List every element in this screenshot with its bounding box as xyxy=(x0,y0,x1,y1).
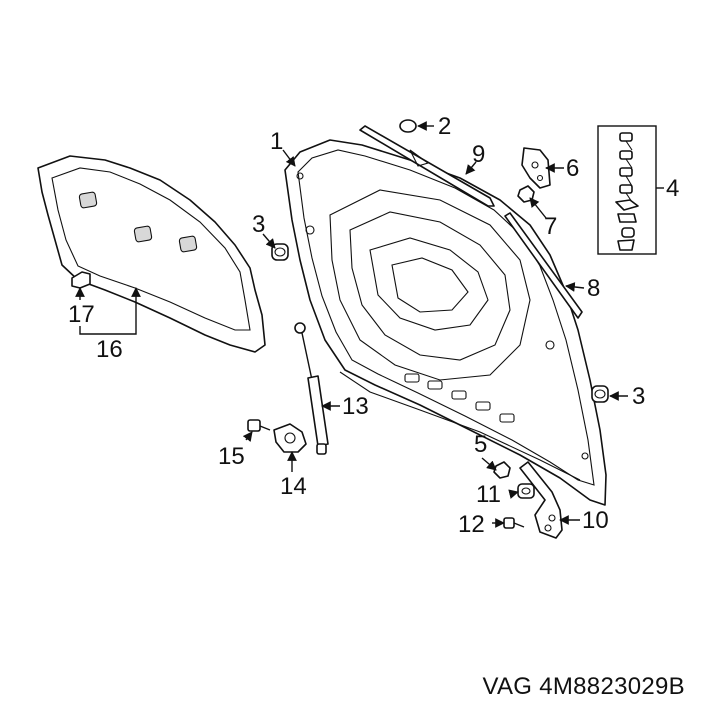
callout-2: 2 xyxy=(438,113,451,140)
bolt-11 xyxy=(517,483,535,499)
hinge-bracket-6 xyxy=(521,147,551,189)
seal-strip-9 xyxy=(359,125,495,207)
callout-4: 4 xyxy=(666,175,679,202)
callout-11: 11 xyxy=(476,481,501,508)
callout-17: 17 xyxy=(68,301,95,328)
callout-labels: 1 2 3 3 4 5 6 7 8 9 10 11 12 13 14 15 16… xyxy=(68,113,679,538)
callout-7: 7 xyxy=(544,213,557,240)
callout-6: 6 xyxy=(566,155,579,182)
seal-strip-8 xyxy=(504,212,583,319)
fastener-clip xyxy=(615,199,639,211)
fastener-screw xyxy=(619,167,633,187)
leader-lines xyxy=(75,121,664,528)
callout-1: 1 xyxy=(270,128,283,155)
fastener-clip xyxy=(617,239,635,251)
insulation-clip xyxy=(71,271,91,289)
callout-14: 14 xyxy=(280,473,307,500)
fastener-clip xyxy=(621,227,635,238)
gas-strut xyxy=(294,322,329,455)
callout-8: 8 xyxy=(587,275,600,302)
bolt-15 xyxy=(247,419,271,432)
callout-13: 13 xyxy=(342,393,369,420)
fastener-screw xyxy=(619,184,633,203)
nut-5 xyxy=(493,461,511,479)
hood-hinge xyxy=(519,461,563,539)
strut-bracket xyxy=(273,423,307,453)
rubber-buffer-left xyxy=(271,243,289,261)
callout-10: 10 xyxy=(582,507,609,534)
fastener-screw xyxy=(619,132,633,151)
hood-insulation-pad xyxy=(37,155,266,353)
callout-9: 9 xyxy=(472,141,485,168)
fastener-clip xyxy=(617,213,637,223)
fastener-set-box xyxy=(597,125,657,255)
callout-5: 5 xyxy=(474,431,487,458)
fastener-screw xyxy=(619,150,633,169)
bolt-12 xyxy=(503,517,525,529)
callout-12: 12 xyxy=(458,511,485,538)
part-number-label: VAG 4M8823029B xyxy=(482,673,685,700)
rubber-buffer-right xyxy=(591,385,609,403)
callout-16: 16 xyxy=(96,336,123,363)
hood-panel xyxy=(284,139,607,506)
callout-3-left: 3 xyxy=(252,211,265,238)
callout-3-right: 3 xyxy=(632,383,645,410)
callout-15: 15 xyxy=(218,443,245,470)
plug-cap xyxy=(399,119,417,133)
